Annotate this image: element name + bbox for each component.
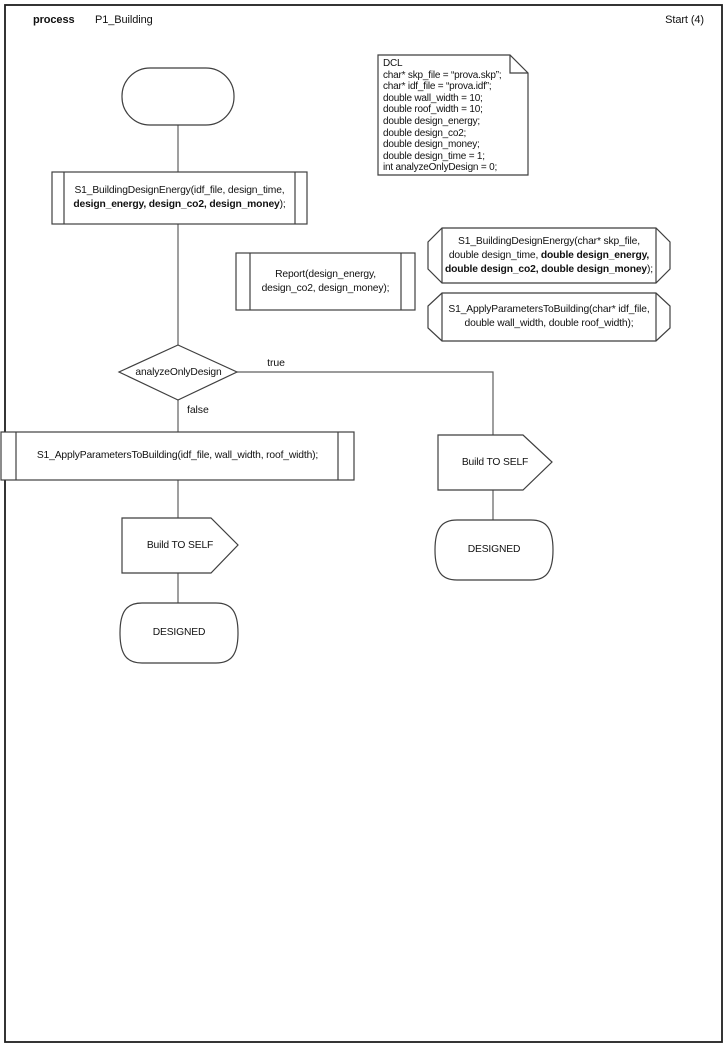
procedure-decl-apply-parameters-label: S1_ApplyParametersToBuilding(char* idf_f… bbox=[430, 293, 668, 341]
start-terminator-shape[interactable] bbox=[121, 67, 235, 126]
process-name: P1_Building bbox=[95, 14, 153, 26]
connector-true-branch bbox=[237, 371, 494, 435]
connectors bbox=[177, 125, 494, 603]
procedure-call-report-shape[interactable] bbox=[235, 252, 416, 311]
procedure-call-building-design-energy-shape[interactable] bbox=[51, 171, 308, 225]
procedure-decl-apply-parameters-shape[interactable] bbox=[427, 292, 671, 342]
state-designed-right-label: DESIGNED bbox=[467, 544, 521, 555]
label-line: S1_ApplyParametersToBuilding(char* idf_f… bbox=[448, 304, 650, 315]
dcl-line: char* skp_file = “prova.skp”; bbox=[383, 69, 502, 81]
dcl-line: double wall_width = 10; bbox=[383, 92, 483, 104]
dcl-line: double design_time = 1; bbox=[383, 150, 485, 162]
dcl-note-text: DCL char* skp_file = “prova.skp”; char* … bbox=[383, 58, 502, 174]
procedure-call-apply-parameters-label: S1_ApplyParametersToBuilding(idf_file, w… bbox=[36, 450, 319, 461]
output-build-to-self-left-label: Build TO SELF bbox=[146, 539, 214, 551]
procedure-decl-building-design-energy-label: S1_BuildingDesignEnergy(char* skp_file, … bbox=[430, 229, 668, 283]
procedure-decl-building-design-energy-shape[interactable] bbox=[427, 227, 671, 284]
output-build-to-self-right-label: Build TO SELF bbox=[461, 456, 529, 468]
page-border bbox=[4, 4, 723, 1043]
dcl-line: double design_energy; bbox=[383, 115, 480, 127]
dcl-note-shape[interactable] bbox=[377, 54, 529, 176]
label-line: double design_time, double design_energy… bbox=[448, 250, 650, 261]
procedure-call-apply-parameters-shape[interactable] bbox=[0, 431, 355, 481]
dcl-line: char* idf_file = “prova.idf”; bbox=[383, 81, 492, 93]
label-line: S1_BuildingDesignEnergy(idf_file, design… bbox=[74, 185, 285, 196]
false-branch-label: false bbox=[187, 404, 209, 416]
decision-label: analyzeOnlyDesign bbox=[135, 366, 222, 378]
label-line: Report(design_energy, bbox=[275, 268, 376, 280]
procedure-call-building-design-energy-label: S1_BuildingDesignEnergy(idf_file, design… bbox=[52, 172, 307, 224]
note-fold-corner bbox=[509, 55, 528, 74]
dcl-line: double roof_width = 10; bbox=[383, 104, 483, 116]
state-designed-left-label: DESIGNED bbox=[152, 627, 206, 638]
output-build-to-self-left-shape[interactable] bbox=[121, 517, 239, 574]
dcl-line: int analyzeOnlyDesign = 0; bbox=[383, 162, 498, 174]
label-line: design_co2, design_money); bbox=[261, 282, 390, 294]
label-line: double wall_width, double roof_width); bbox=[464, 318, 634, 329]
label-line: double design_co2, double design_money); bbox=[445, 264, 653, 275]
label-line: S1_BuildingDesignEnergy(char* skp_file, bbox=[458, 236, 640, 247]
label-line: design_energy, design_co2, design_money)… bbox=[73, 199, 286, 210]
dcl-line: double design_co2; bbox=[383, 127, 467, 139]
state-designed-left-shape[interactable] bbox=[119, 602, 239, 664]
dcl-line: DCL bbox=[383, 58, 403, 69]
decision-diamond-shape[interactable] bbox=[117, 344, 239, 401]
procedure-call-report-label: Report(design_energy, design_co2, design… bbox=[236, 253, 415, 310]
dcl-line: double design_money; bbox=[383, 139, 480, 151]
true-branch-label: true bbox=[267, 357, 285, 369]
output-build-to-self-right-shape[interactable] bbox=[437, 434, 553, 491]
state-designed-right-shape[interactable] bbox=[434, 519, 554, 581]
diagram-type-label: process bbox=[33, 14, 75, 26]
page-start-label: Start (4) bbox=[665, 14, 704, 26]
